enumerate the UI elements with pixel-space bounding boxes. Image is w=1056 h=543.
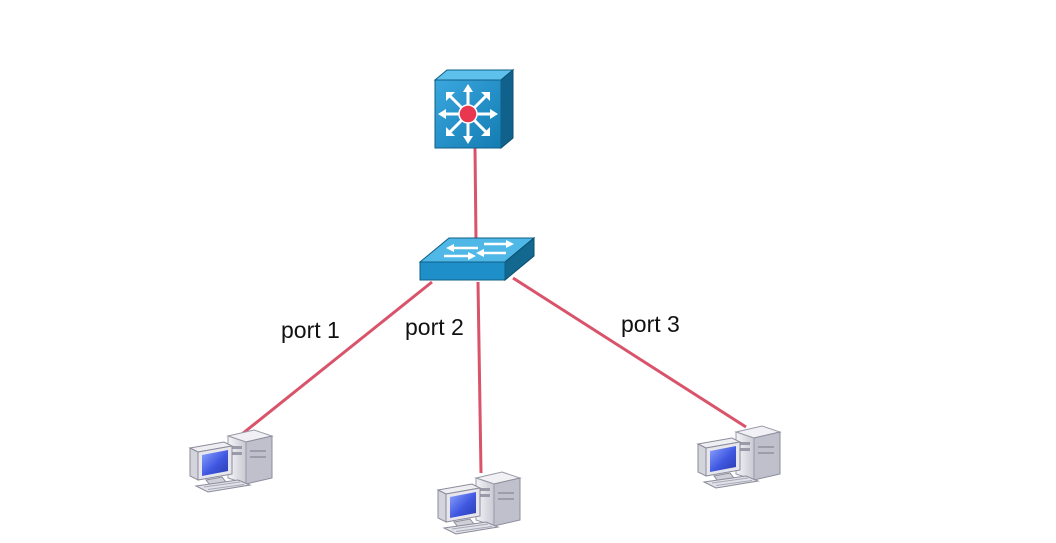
- port-label-2: port 2: [405, 314, 464, 340]
- links: [241, 147, 747, 474]
- link-port-2: [476, 281, 483, 474]
- port-label-1: port 1: [281, 317, 340, 343]
- workstation-icon-1: [189, 429, 273, 493]
- link-port-3: [512, 276, 747, 429]
- workgroup-switch-icon: [418, 236, 536, 282]
- multilayer-switch-icon: [433, 68, 515, 150]
- link-core-to-switch: [473, 147, 478, 241]
- workstation-icon-3: [697, 425, 781, 489]
- link-port-1: [241, 280, 433, 436]
- port-label-3: port 3: [621, 311, 680, 337]
- workstation-icon-2: [437, 471, 521, 535]
